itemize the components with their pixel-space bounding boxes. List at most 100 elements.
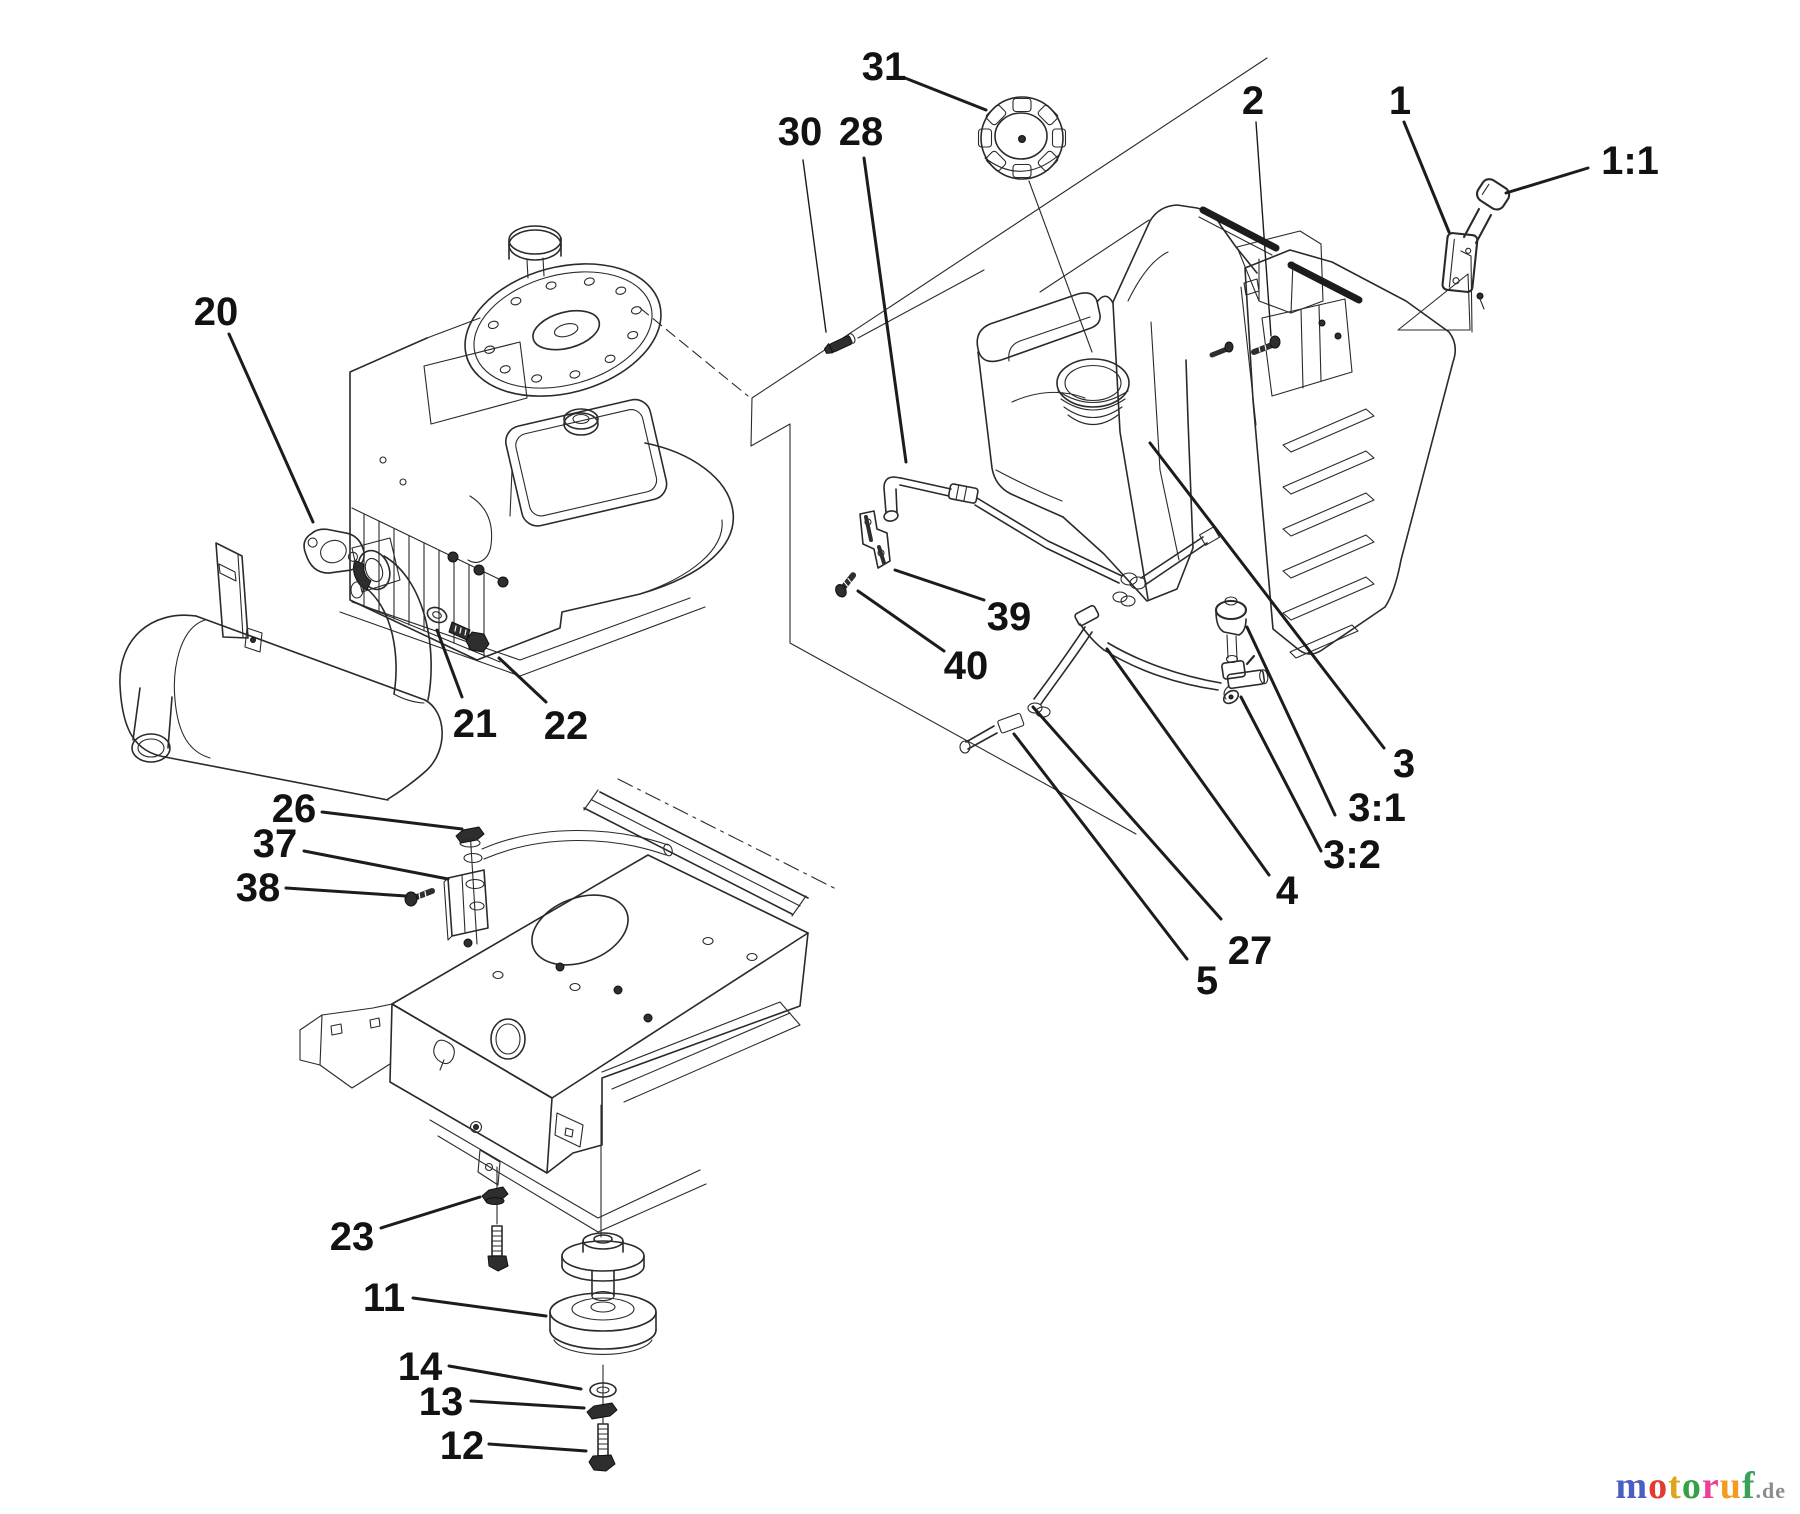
dash-screw-2 (1209, 335, 1281, 358)
watermark-letter: f (1741, 1465, 1756, 1507)
fuel-hoses (959, 526, 1222, 754)
callout-12: 12 (440, 1424, 485, 1468)
flywheel (464, 263, 662, 397)
leader-1 (1402, 120, 1451, 234)
hose-clamps (1027, 572, 1147, 718)
fuel-valve (1214, 596, 1269, 705)
throttle-lever (1441, 178, 1511, 310)
leader-38 (284, 886, 408, 898)
leader-28 (862, 156, 908, 464)
leader-22 (497, 656, 548, 704)
leader-13 (469, 1399, 586, 1410)
engine-assembly (339, 225, 735, 677)
leader-39 (893, 568, 986, 602)
leader-31 (903, 76, 988, 112)
leader-21 (435, 628, 464, 699)
watermark-letter: o (1648, 1465, 1669, 1507)
exhaust-pipe (350, 537, 432, 704)
callout-13: 13 (419, 1380, 464, 1424)
muffler-bracket (215, 542, 249, 639)
muffler-bolt (448, 621, 490, 653)
leader-12 (487, 1442, 588, 1453)
recoil-cap (508, 225, 562, 279)
leader-2 (1255, 121, 1272, 337)
watermark-logo: motoruf.de (1616, 1464, 1786, 1508)
callout-1-1: 1:1 (1601, 139, 1659, 183)
bolt-12 (588, 1423, 616, 1472)
leader-3 (1148, 441, 1386, 750)
washer-14 (589, 1382, 617, 1398)
callout-5: 5 (1196, 959, 1218, 1003)
filler-neck (1056, 358, 1130, 408)
pulley-assembly (481, 1104, 657, 1472)
idler-pulley (549, 1232, 657, 1355)
frame-left-bracket (299, 1003, 393, 1089)
console-vent-slats (1282, 408, 1375, 659)
callout-2: 2 (1242, 79, 1264, 123)
bolt-23 (481, 1166, 509, 1272)
leader-37 (302, 849, 450, 881)
frame-deck-holes (463, 936, 758, 1023)
callout-27: 27 (1228, 929, 1273, 973)
leader-11 (411, 1296, 548, 1318)
screw-40 (835, 572, 857, 598)
fuel-pipe-28 (883, 476, 1123, 584)
leader-40 (856, 589, 946, 653)
leader-4 (1105, 647, 1271, 877)
exhaust-gasket (303, 528, 365, 574)
frame-assembly (299, 778, 839, 1233)
engine-block (339, 317, 735, 677)
callout-20: 20 (194, 290, 239, 334)
leader-26 (320, 810, 464, 831)
frame-rails (583, 778, 839, 1103)
callout-40: 40 (944, 644, 989, 688)
nut-13 (586, 1402, 618, 1420)
leader-1-1 (1504, 166, 1590, 195)
callout-21: 21 (453, 702, 498, 746)
callout-39: 39 (987, 595, 1032, 639)
frame-deck (391, 854, 809, 1099)
muffler-assembly (119, 528, 490, 801)
callout-30: 30 (778, 110, 823, 154)
callout-38: 38 (236, 866, 281, 910)
muffler-washer (426, 606, 448, 624)
fuel-tank-assembly (823, 96, 1511, 659)
watermark-letter: o (1681, 1465, 1702, 1507)
callouts: 31 30 28 2 1 1:1 20 21 22 26 37 38 23 11… (194, 45, 1659, 1468)
leader-23 (379, 1195, 482, 1230)
assembly-boundary-lines (639, 57, 1268, 835)
leader-3-2 (1239, 695, 1323, 853)
callout-3: 3 (1393, 742, 1415, 786)
screw-38 (404, 888, 435, 907)
line-bracket-39 (859, 510, 891, 569)
callout-26: 26 (272, 787, 317, 831)
callout-4: 4 (1276, 869, 1299, 913)
callout-11: 11 (363, 1276, 405, 1320)
fuel-line-assembly (835, 476, 1269, 754)
callout-31: 31 (862, 45, 907, 89)
callout-37: 37 (253, 822, 298, 866)
callout-28: 28 (839, 110, 884, 154)
frame-deck-hole (531, 894, 629, 966)
watermark-letter: r (1701, 1465, 1720, 1507)
engine-fuel-tank (505, 398, 668, 527)
console-panel (1198, 206, 1473, 659)
seat-support-boxes (1236, 230, 1353, 426)
frame-front-face (389, 932, 809, 1233)
fuel-line-bracket-37 (404, 826, 673, 945)
pin-30 (823, 333, 856, 354)
callout-22: 22 (544, 704, 589, 748)
watermark-letter: t (1668, 1465, 1682, 1507)
leader-27 (1031, 705, 1223, 921)
leader-20 (227, 332, 315, 524)
watermark-letter: u (1719, 1465, 1742, 1507)
callout-14: 14 (398, 1345, 443, 1389)
watermark-letter: m (1615, 1465, 1649, 1507)
fuel-hose-on-frame (481, 829, 669, 860)
leader-30 (802, 159, 827, 333)
callout-3-2: 3:2 (1323, 833, 1381, 877)
callout-3-1: 3:1 (1348, 786, 1406, 830)
fuel-cap (977, 96, 1093, 353)
